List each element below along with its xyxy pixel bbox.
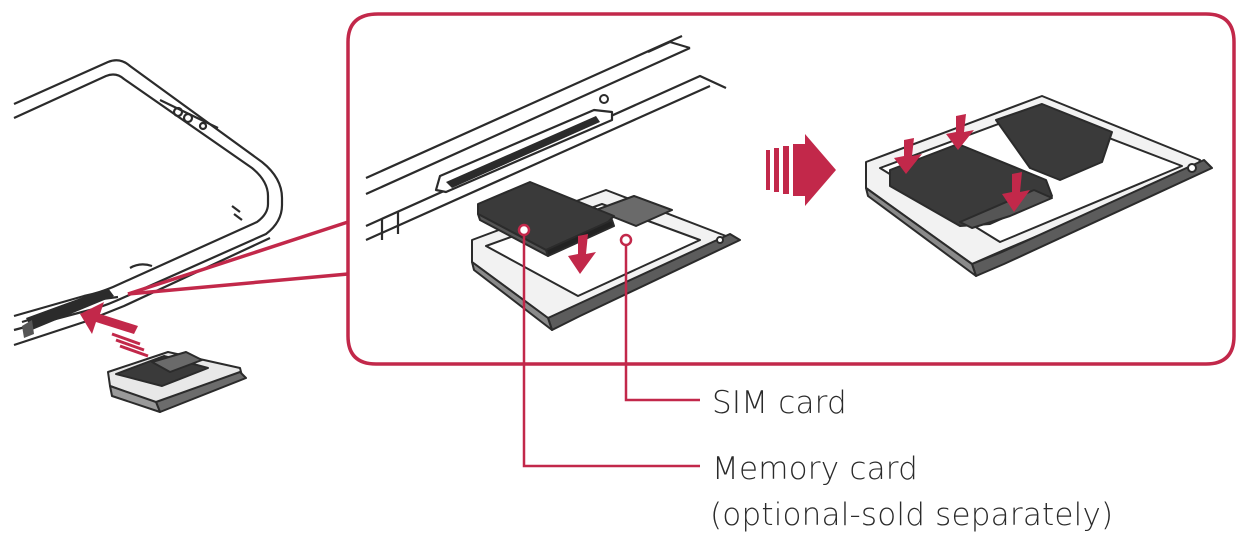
- press-down-arrows-icon: [894, 114, 1030, 212]
- small-sim-tray: [107, 351, 247, 413]
- sim-card-label: SIM card: [712, 385, 847, 421]
- memory-card: [477, 181, 615, 257]
- phone-tray-slot: [22, 288, 114, 338]
- phone-illustration: [13, 59, 284, 347]
- transition-arrow-icon: [766, 134, 836, 206]
- press-down-arrow-icon: [568, 234, 596, 274]
- closeup-tray-slot: [446, 94, 609, 188]
- callout-leader-lines: [517, 223, 700, 468]
- insert-arrow-icon: [80, 302, 149, 358]
- loaded-sim-tray: [865, 95, 1213, 277]
- memory-card-note: (optional-sold separately): [710, 497, 1114, 533]
- detail-callout-frame: [127, 12, 1236, 366]
- memory-card-label: Memory card: [712, 451, 919, 487]
